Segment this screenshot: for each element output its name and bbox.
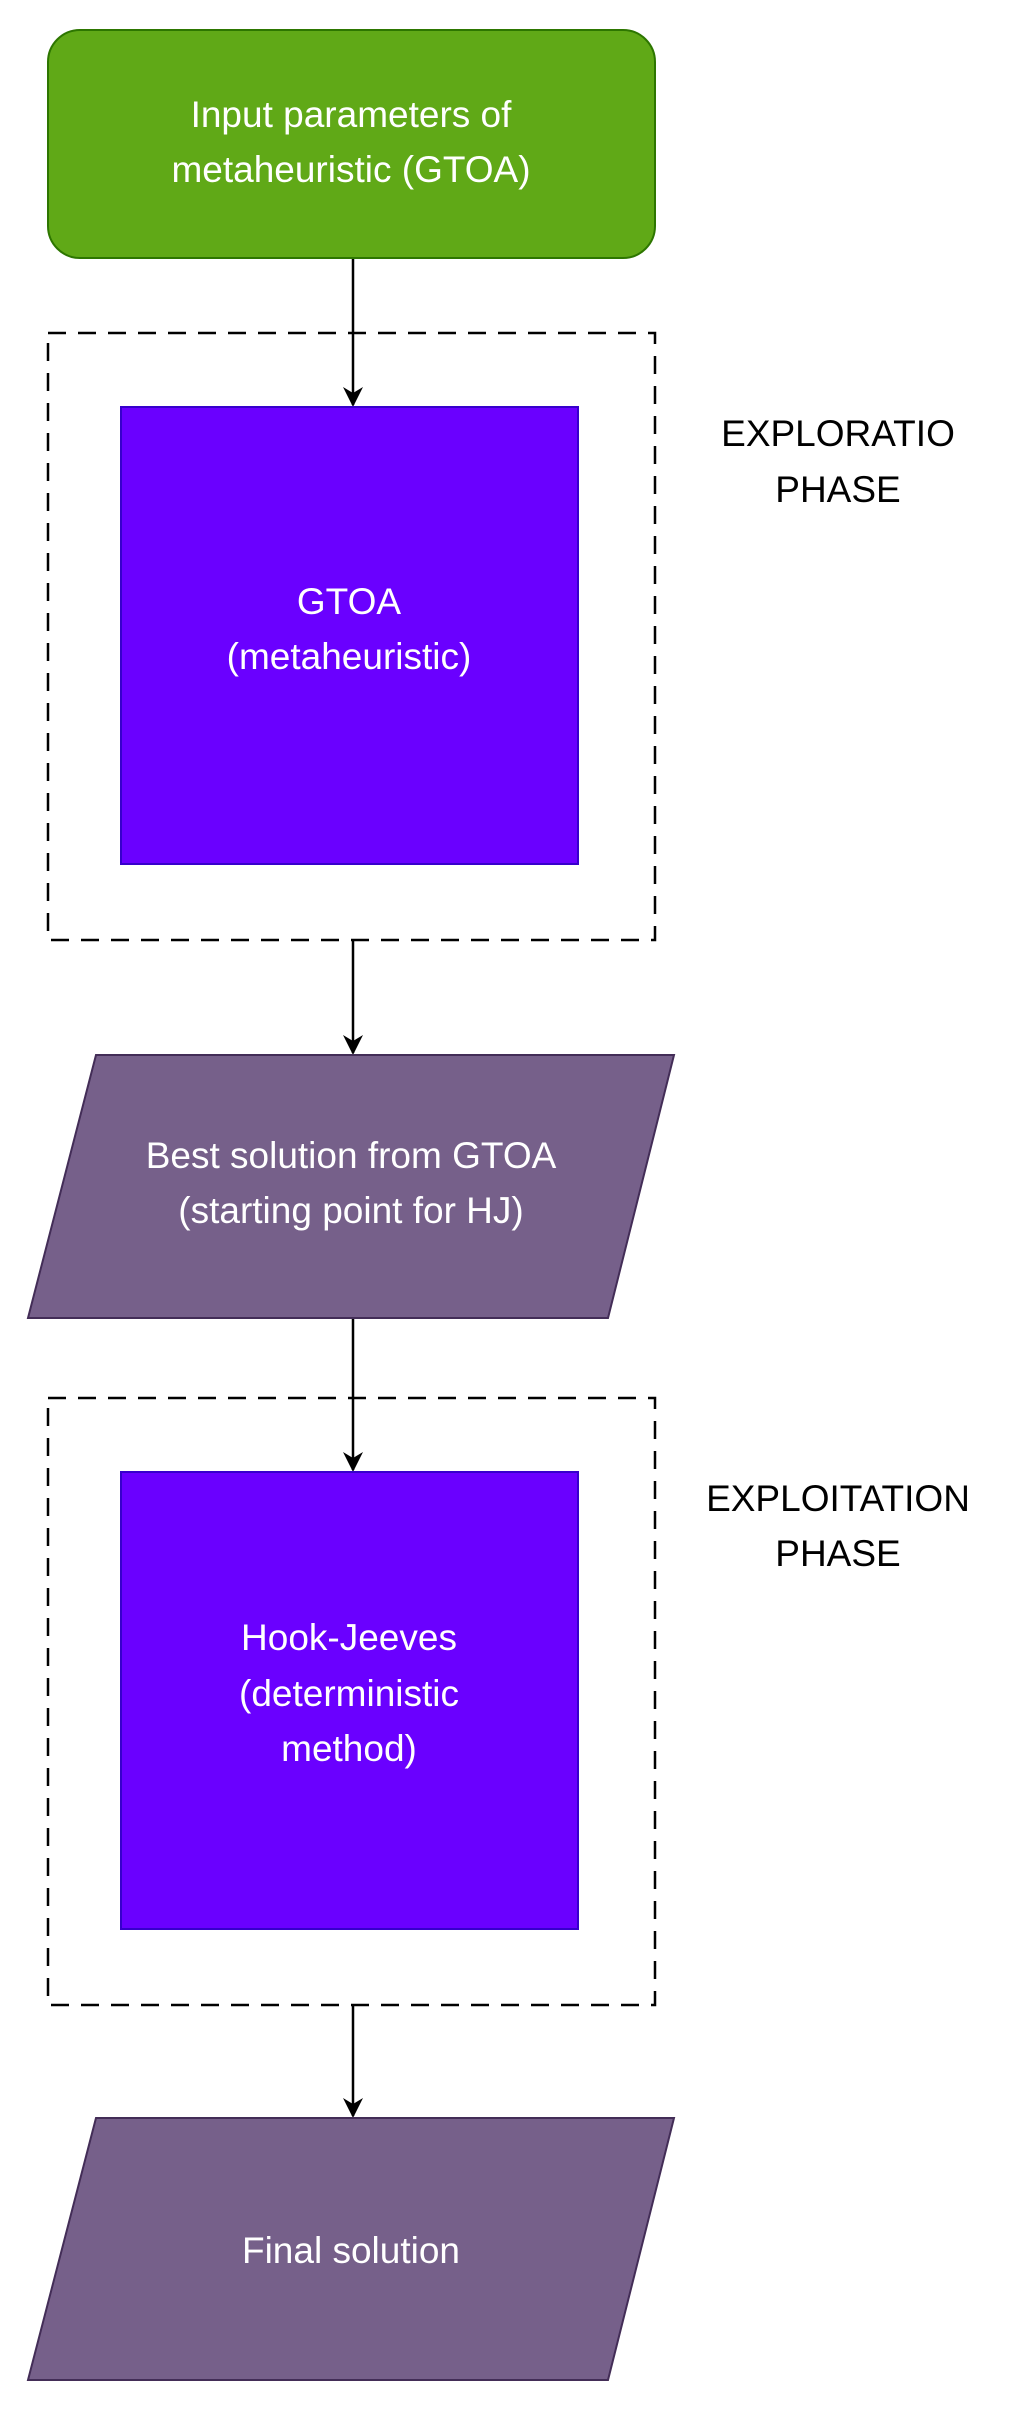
final-solution-node-line1: Final solution: [242, 2230, 460, 2271]
exploitation-phase-container: [46, 1396, 657, 2007]
start-node: Input parameters of metaheuristic (GTOA): [47, 29, 656, 259]
exploration-phase-container: [46, 331, 657, 942]
exploration-phase-label-line2: PHASE: [775, 469, 900, 510]
gtoa-node-line1: GTOA: [297, 581, 401, 622]
exploration-phase-label-line1: EXPLORATIO: [721, 413, 955, 454]
best-solution-node-line2: (starting point for HJ): [178, 1190, 523, 1231]
best-solution-node: Best solution from GTOA (starting point …: [26, 1054, 676, 1319]
gtoa-node-line2: (metaheuristic): [227, 636, 472, 677]
gtoa-node-shape: [120, 406, 579, 865]
final-solution-node: Final solution: [26, 2117, 676, 2381]
best-solution-node-shape: [26, 1054, 676, 1319]
exploitation-phase-label-line1: EXPLOITATION: [706, 1478, 970, 1519]
exploitation-phase-label-line2: PHASE: [775, 1533, 900, 1574]
start-node-shape: [47, 29, 656, 259]
gtoa-node: GTOA (metaheuristic): [120, 406, 579, 865]
best-solution-node-line1: Best solution from GTOA: [146, 1135, 557, 1176]
hooke-jeeves-node-line1: Hook-Jeeves: [241, 1617, 457, 1658]
hooke-jeeves-node-shape: [120, 1471, 579, 1930]
hooke-jeeves-node-line3: method): [281, 1728, 417, 1769]
hooke-jeeves-node-line2: (deterministic: [239, 1673, 459, 1714]
hooke-jeeves-node: Hook-Jeeves (deterministic method): [120, 1471, 579, 1930]
start-node-line2: metaheuristic (GTOA): [171, 149, 530, 190]
final-solution-node-shape: [26, 2117, 676, 2381]
start-node-line1: Input parameters of: [191, 94, 513, 135]
